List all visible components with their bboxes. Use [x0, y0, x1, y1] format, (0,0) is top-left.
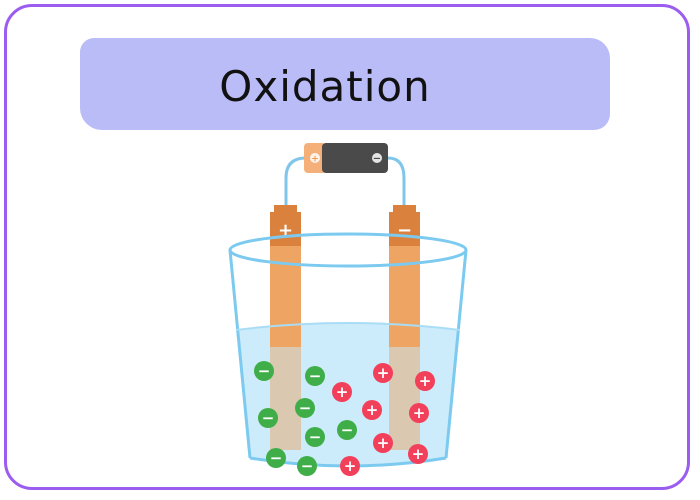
battery-body [322, 143, 388, 173]
cation-ion [408, 444, 428, 464]
anion-ion-symbol: − [270, 449, 283, 467]
anion-ion [337, 420, 357, 440]
cation-ion-symbol: + [366, 401, 379, 419]
cation-ion-symbol: + [377, 434, 390, 452]
battery-positive-symbol: + [311, 155, 319, 165]
cation-ion [373, 433, 393, 453]
battery-negative-symbol: − [373, 154, 381, 165]
title-banner [80, 38, 610, 130]
anion-ion [258, 408, 278, 428]
cation-ion [332, 382, 352, 402]
anode-submerged [270, 342, 301, 450]
anion-ion [305, 366, 325, 386]
cation-ion [415, 371, 435, 391]
page-title: Oxidation [219, 62, 431, 111]
battery: + − [304, 143, 388, 173]
anion-ion-symbol: − [258, 362, 271, 380]
cation-ion [362, 400, 382, 420]
cathode-symbol: − [397, 220, 412, 241]
anion-ion-symbol: − [309, 367, 322, 385]
anion-ion [254, 361, 274, 381]
cation-ion-symbol: + [344, 457, 357, 475]
anion-ion-symbol: − [301, 457, 314, 475]
anion-ion [295, 398, 315, 418]
cation-ion [373, 363, 393, 383]
cathode-submerged [389, 342, 420, 450]
anion-ion [266, 448, 286, 468]
cation-ion-symbol: + [377, 364, 390, 382]
anion-ion [297, 456, 317, 476]
anion-ion-symbol: − [309, 428, 322, 446]
ions-group: −−−−−−−−++++++++ [254, 361, 435, 476]
anion-ion-symbol: − [341, 421, 354, 439]
cation-ion-symbol: + [336, 383, 349, 401]
cation-ion [340, 456, 360, 476]
cation-ion [409, 403, 429, 423]
wire-right [386, 156, 406, 212]
cation-ion-symbol: + [419, 372, 432, 390]
cation-ion-symbol: + [413, 404, 426, 422]
cation-ion-symbol: + [412, 445, 425, 463]
anion-ion-symbol: − [299, 399, 312, 417]
anion-ion [305, 427, 325, 447]
anion-ion-symbol: − [262, 409, 275, 427]
